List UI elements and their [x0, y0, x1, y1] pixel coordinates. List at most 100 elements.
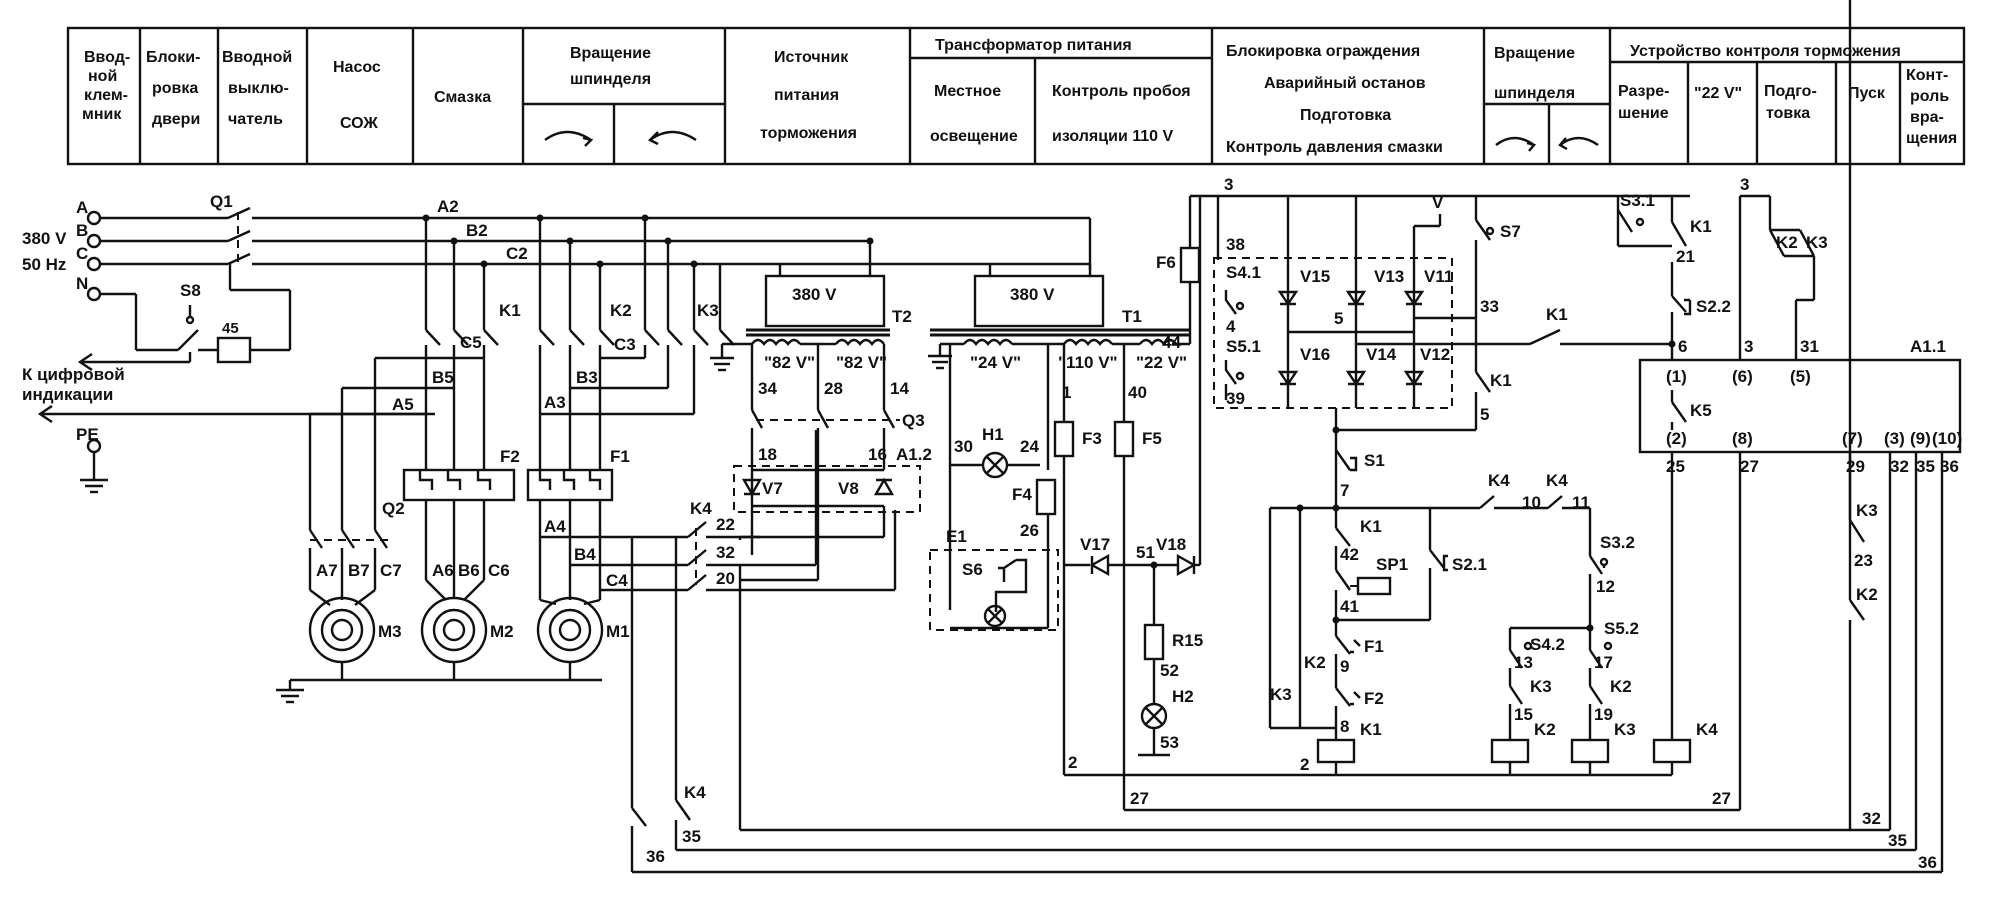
v82a-label: "82 V" [764, 353, 815, 372]
hdr-cell-8: Трансформатор питания [935, 37, 1132, 54]
s32-label: S3.2 [1600, 533, 1635, 552]
hdr-cell-1: Ввод- ной клем- мник [82, 49, 135, 123]
k2-hold-label: K2 [1304, 653, 1326, 672]
rotation-cw-icon [544, 130, 594, 147]
n3a-label: 3 [1224, 175, 1233, 194]
a12-rectifier [733, 465, 921, 513]
n5a-label: 5 [1334, 309, 1343, 328]
n7-label: 7 [1340, 481, 1349, 500]
hdr-cell-2: Блоки- ровка двери [146, 49, 205, 128]
n9-label: 9 [1340, 657, 1349, 676]
c7-label: C7 [380, 561, 402, 580]
n2b-label: 2 [1300, 755, 1309, 774]
b2-label: B2 [466, 221, 488, 240]
fuse-f3 [1053, 420, 1075, 458]
hdr-cell-14: Разре- шение [1618, 83, 1674, 122]
hdr-cell-9: Местное освещение [930, 83, 1018, 145]
q2-label: Q2 [382, 499, 405, 518]
coil-45 [216, 336, 252, 364]
v18-label: V18 [1156, 535, 1186, 554]
hdr-cell-18: Конт- роль вра- щения [1906, 67, 1957, 147]
e1-label: E1 [946, 527, 967, 546]
pe-label: PE [76, 425, 99, 444]
fuse-f6 [1179, 246, 1201, 284]
n19-label: 19 [1594, 705, 1613, 724]
v7-label: V7 [762, 479, 783, 498]
fuse-f4 [1035, 478, 1057, 516]
s6-label: S6 [962, 560, 983, 579]
phase-a-label: A [76, 198, 88, 217]
rotation-cw-icon-2 [1495, 136, 1537, 152]
n33-label: 33 [1480, 297, 1499, 316]
k4-power-label: K4 [690, 499, 712, 518]
hdr-cell-3: Вводной выклю- чатель [222, 49, 297, 128]
b7-label: B7 [348, 561, 370, 580]
n32c-label: 32 [1862, 809, 1881, 828]
c4-label: C4 [606, 571, 628, 590]
v11-label: V11 [1424, 267, 1453, 286]
n5b-label: 5 [1480, 405, 1489, 424]
n32-label: 32 [716, 543, 735, 562]
k2-right-label: K2 [1856, 585, 1878, 604]
k4-ret-label: K4 [684, 783, 706, 802]
k5-label: K5 [1690, 401, 1712, 420]
p5-label: (5) [1790, 367, 1811, 386]
n24-label: 24 [1020, 437, 1039, 456]
lamp-e1 [983, 604, 1007, 628]
v17-label: V17 [1080, 535, 1110, 554]
f3-label: F3 [1082, 429, 1102, 448]
n2a-label: 2 [1068, 753, 1077, 772]
s31-label: S3.1 [1620, 191, 1655, 210]
p2-label: (2) [1666, 429, 1687, 448]
r15-label: R15 [1172, 631, 1203, 650]
t2-primary [764, 274, 886, 328]
f1-label: F1 [610, 447, 630, 466]
h2-label: H2 [1172, 687, 1194, 706]
v82b-label: "82 V" [836, 353, 887, 372]
t1-primary [973, 274, 1105, 328]
f6-label: F6 [1156, 253, 1176, 272]
resistor-r15 [1143, 623, 1165, 661]
k3-top-label: K3 [1806, 233, 1828, 252]
c3-label: C3 [614, 335, 636, 354]
hdr-cell-10: Контроль пробоя изоляции 110 V [1052, 83, 1195, 145]
s22-label: S2.2 [1696, 297, 1731, 316]
n14-label: 14 [890, 379, 909, 398]
k3-coil-label: K3 [1614, 720, 1636, 739]
s7-label: S7 [1500, 222, 1521, 241]
n28-label: 28 [824, 379, 843, 398]
a6-label: A6 [432, 561, 454, 580]
p1-label: (1) [1666, 367, 1687, 386]
a11-brake-controller [1638, 358, 1962, 454]
b4-label: B4 [574, 545, 596, 564]
n40-label: 40 [1128, 383, 1147, 402]
k1-hold2-label: K1 [1360, 517, 1382, 536]
n21-label: 21 [1676, 247, 1695, 266]
e1-luminaire [929, 549, 1059, 631]
k3-power-label: K3 [697, 301, 719, 320]
n41-label: 41 [1340, 597, 1359, 616]
b5-label: B5 [432, 368, 454, 387]
n3b-label: 3 [1740, 175, 1749, 194]
rotation-ccw-icon [647, 130, 697, 146]
m3-label: M3 [378, 622, 402, 641]
a3-label: A3 [544, 393, 566, 412]
f2-label: F2 [500, 447, 520, 466]
f4-label: F4 [1012, 485, 1032, 504]
digital-indication-label: К цифровой индикации [22, 365, 129, 404]
n27b-label: 27 [1740, 457, 1759, 476]
a4-label: A4 [544, 517, 566, 536]
v15-label: V15 [1300, 267, 1330, 286]
n45-label: 45 [222, 320, 239, 337]
phase-c-label: C [76, 244, 88, 263]
q3-label: Q3 [902, 411, 925, 430]
v8-label: V8 [838, 479, 859, 498]
hdr-cell-11: Блокировка ограждения Аварийный останов … [1226, 43, 1443, 156]
n35b-label: 35 [682, 827, 701, 846]
k4-c1-label: K4 [1488, 471, 1510, 490]
n12-label: 12 [1596, 577, 1615, 596]
n36-label: 36 [1940, 457, 1959, 476]
hdr-cell-4: Насос СОЖ [333, 59, 385, 132]
